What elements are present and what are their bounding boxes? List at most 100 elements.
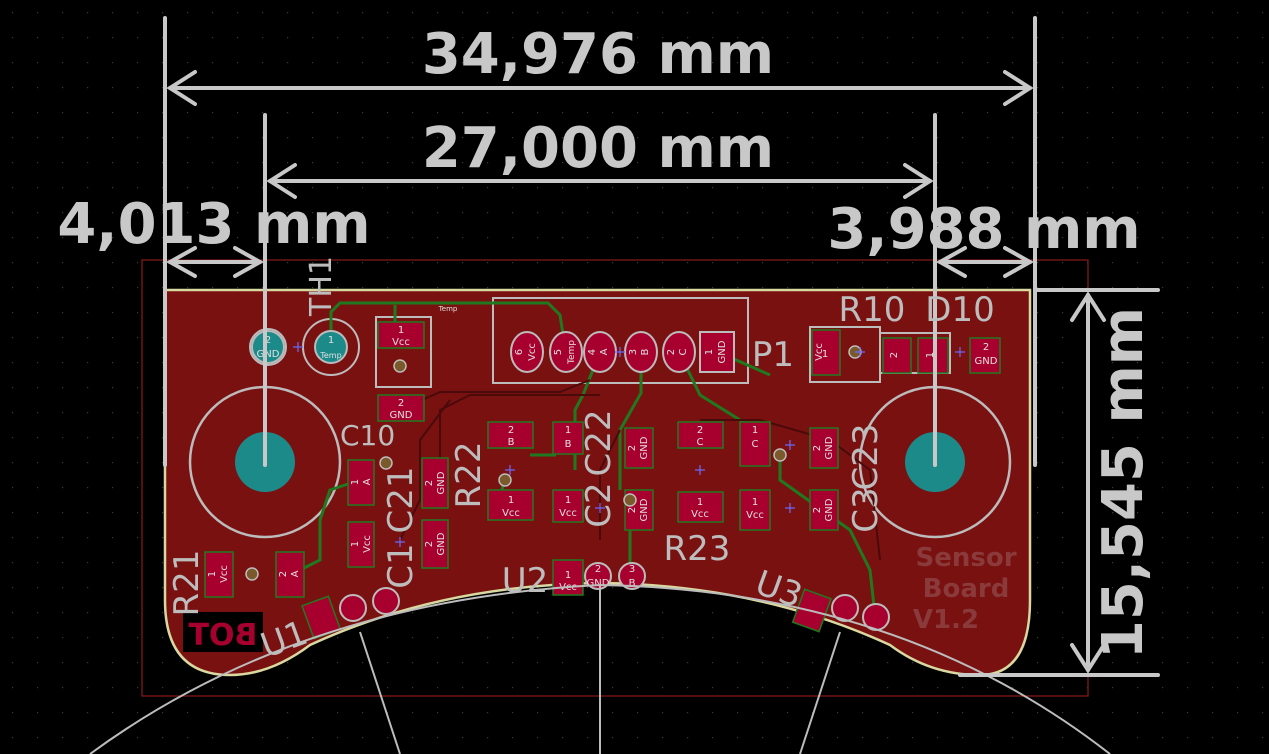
- pad-label: B: [508, 437, 515, 448]
- pad-label: 3: [628, 349, 639, 355]
- pad-label: 2: [595, 564, 601, 575]
- pad-label: B: [629, 578, 636, 589]
- pad-label: Temp: [319, 351, 341, 360]
- dimension-lines: [163, 16, 1160, 677]
- ref-c3: C3: [846, 487, 886, 532]
- pad-label: 1: [752, 425, 758, 436]
- pad-label: 1: [565, 425, 571, 436]
- pad-label: A: [362, 478, 373, 485]
- dimension-texts: 34,976 mm 27,000 mm 4,013 mm 3,988 mm 15…: [57, 22, 1156, 659]
- reference-designators[interactable]: TH1 C10 C21 C1 R22 C22 C2 C23 C3 R21 R23…: [167, 256, 995, 666]
- pad-label: GND: [717, 340, 728, 363]
- board-text-line1: Sensor: [915, 543, 1016, 573]
- board-version-text: Sensor Board V1.2: [913, 543, 1017, 635]
- pad-label: 2: [424, 480, 435, 486]
- pad-label: 4: [587, 349, 598, 355]
- pad-label: Vcc: [392, 337, 410, 348]
- vias[interactable]: [245, 345, 862, 581]
- pad-label: B: [640, 348, 651, 355]
- pad-label: 2: [812, 445, 823, 451]
- pad-label: 2: [508, 425, 514, 436]
- ref-c2: C2: [579, 482, 619, 527]
- pad-label: 2: [889, 352, 900, 358]
- ref-u2: U2: [502, 561, 549, 601]
- pad-label: Temp: [438, 305, 458, 313]
- board-text-line2: Board: [923, 574, 1010, 604]
- pad-label: Vcc: [746, 510, 764, 521]
- ref-th1: TH1: [304, 256, 339, 317]
- pad-label: 1: [207, 571, 218, 577]
- pad-label: C: [678, 348, 689, 355]
- pad-label: 1: [752, 497, 758, 508]
- ref-r10: R10: [839, 290, 906, 330]
- pads[interactable]: [204, 321, 1001, 640]
- dimension-left-offset: 4,013 mm: [57, 192, 370, 257]
- pad-label: GND: [975, 356, 998, 367]
- ref-c10: C10: [340, 419, 395, 452]
- pad-label: GND: [390, 410, 413, 421]
- pad-label: 2: [697, 425, 703, 436]
- pad-label: A: [599, 348, 610, 355]
- pad-label: Vcc: [527, 343, 538, 361]
- board-text-line3: V1.2: [913, 605, 979, 635]
- pad-label: 1: [697, 497, 703, 508]
- pad-label: C: [752, 439, 759, 450]
- pad-label: 1: [565, 570, 571, 581]
- pad-label: 1: [565, 495, 571, 506]
- pad-label: Vcc: [362, 535, 373, 553]
- pad-label: 1: [350, 541, 361, 547]
- pad-label: Temp: [567, 340, 577, 365]
- ref-d10: D10: [925, 290, 994, 330]
- silkscreen-outlines: [249, 297, 951, 388]
- anchor-markers: [293, 342, 965, 547]
- pad-label: GND: [639, 498, 650, 521]
- bot-label: BOT: [183, 612, 263, 653]
- dimension-hole-spacing: 27,000 mm: [422, 116, 774, 181]
- pad-label: C: [697, 437, 704, 448]
- pad-label: Vcc: [502, 508, 520, 519]
- pad-label: GND: [824, 436, 835, 459]
- pad-label: 2: [424, 541, 435, 547]
- pad-label: GND: [257, 349, 280, 360]
- pad-label: 2: [627, 445, 638, 451]
- pad-label: 5: [553, 349, 564, 355]
- rotated-pad-labels: 6 Vcc 5 Temp 4 A 3 B 2 C 1 GND 2 GND 2 G…: [207, 340, 936, 583]
- pad-label: GND: [587, 578, 610, 589]
- ref-r22: R22: [449, 442, 489, 509]
- pad-label: 2: [398, 398, 404, 409]
- svg-text:BOT: BOT: [188, 618, 257, 653]
- pad-label: 6: [514, 349, 525, 355]
- pad-label: 2: [278, 571, 289, 577]
- pad-label: 2: [627, 507, 638, 513]
- dimension-overall-width: 34,976 mm: [422, 22, 774, 87]
- ref-r21: R21: [167, 550, 207, 617]
- pad-label: GND: [436, 471, 447, 494]
- pad-label: GND: [639, 436, 650, 459]
- pad-label: 1: [328, 335, 334, 346]
- pad-label: Vcc: [219, 565, 230, 583]
- pad-label: GND: [436, 532, 447, 555]
- pad-label: Vcc: [559, 508, 577, 519]
- pad-label: 2: [666, 349, 677, 355]
- ref-c1: C1: [381, 543, 421, 588]
- pad-label: 1: [822, 349, 828, 360]
- pad-label: Vcc: [814, 343, 825, 361]
- pad-label: Vcc: [691, 509, 709, 520]
- dimension-right-offset: 3,988 mm: [827, 197, 1140, 262]
- pad-label: 3: [629, 564, 635, 575]
- pad-label: 1: [925, 352, 936, 358]
- pad-label: 2: [983, 342, 989, 353]
- pad-label: 2: [812, 507, 823, 513]
- pad-label: 1: [350, 479, 361, 485]
- pad-label: A: [290, 570, 301, 577]
- ref-c21: C21: [381, 466, 421, 533]
- ref-r23: R23: [664, 529, 731, 569]
- dimension-height: 15,545 mm: [1091, 307, 1156, 659]
- sensor-reference-geometry: [89, 583, 1111, 754]
- ref-c22: C22: [579, 409, 619, 476]
- pad-label: B: [565, 439, 572, 450]
- pad-label: 2: [265, 335, 271, 346]
- pad-label: GND: [824, 498, 835, 521]
- pad-label: 1: [508, 495, 514, 506]
